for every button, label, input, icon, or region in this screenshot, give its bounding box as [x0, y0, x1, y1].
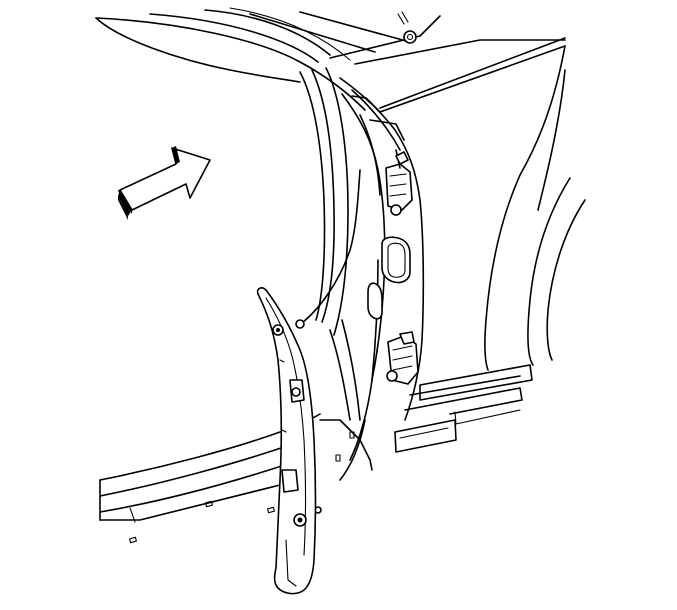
- pillar-slot: [367, 282, 383, 320]
- quarter-panel: [394, 45, 586, 453]
- lower-hinge: [386, 331, 419, 385]
- roof-clip: [397, 11, 417, 44]
- arrow-icon: [118, 146, 211, 220]
- access-hole: [381, 236, 411, 284]
- roof-outline: [95, 7, 566, 113]
- trim-panel: [256, 287, 317, 595]
- upper-hinge: [385, 149, 413, 216]
- pillar-structure: [319, 77, 425, 481]
- rocker-marks: [129, 431, 355, 544]
- wire-harness: [295, 169, 361, 329]
